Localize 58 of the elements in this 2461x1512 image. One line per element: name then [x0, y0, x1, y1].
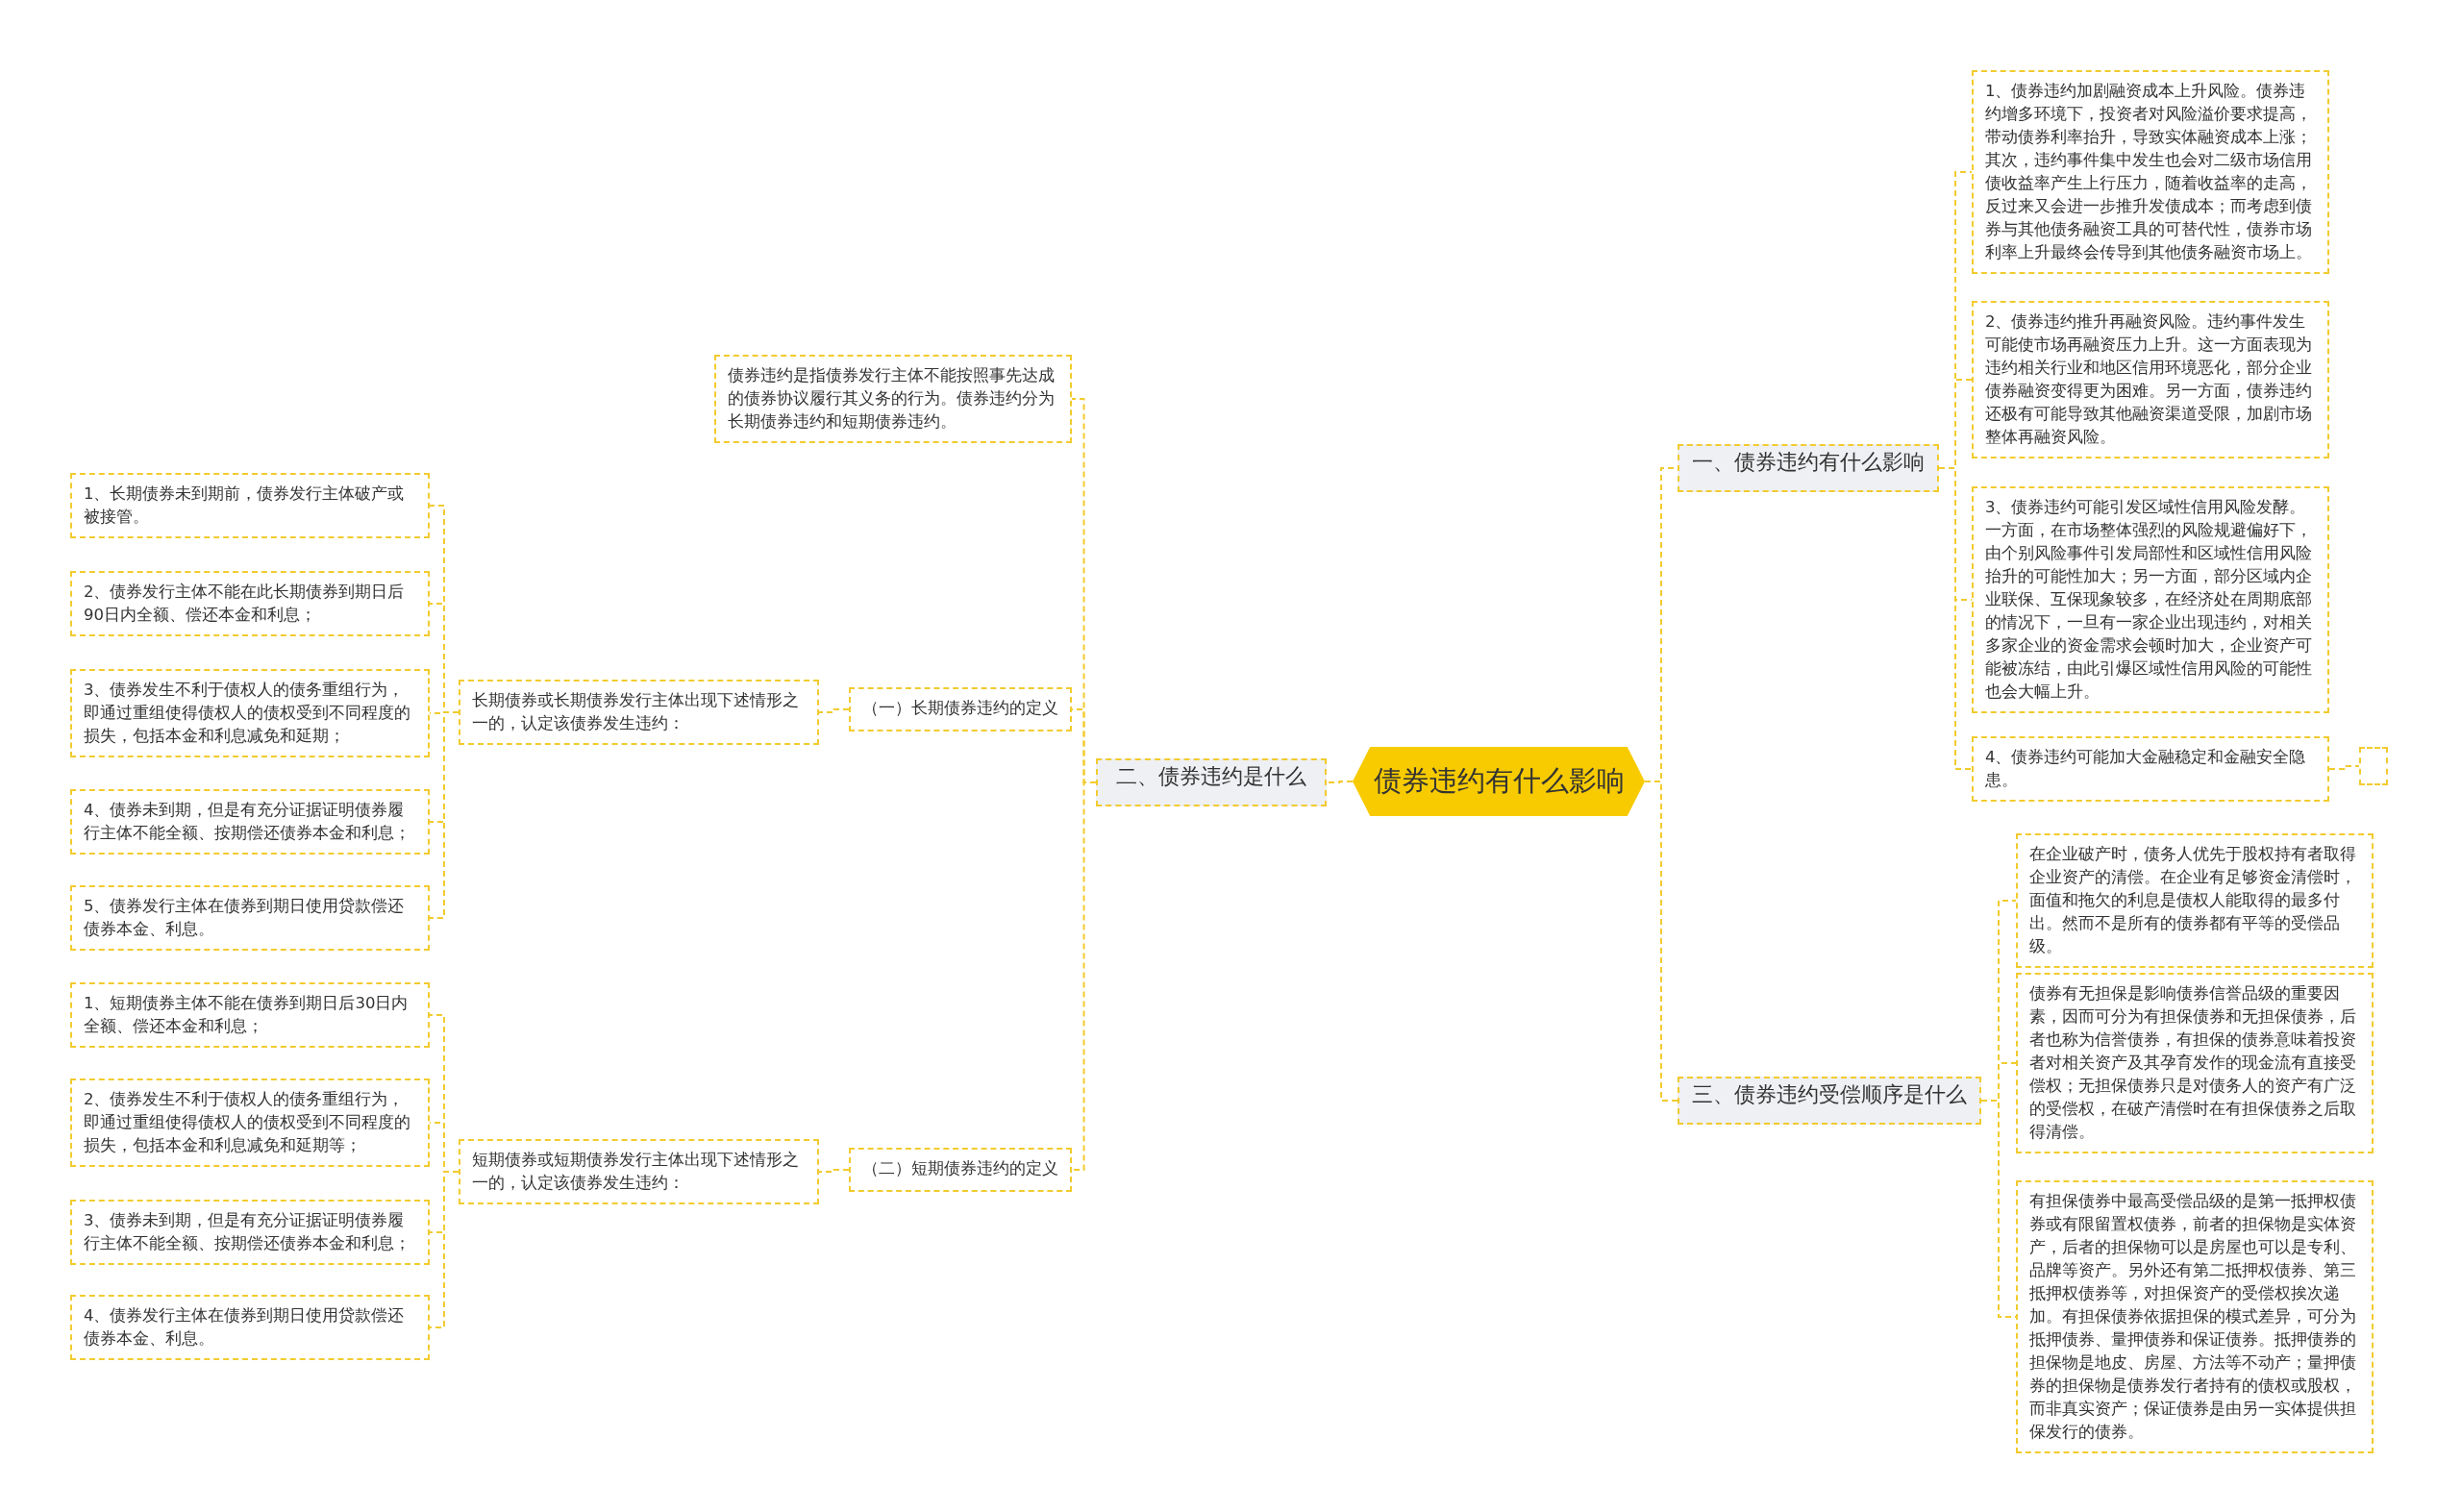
topic-text: （二）短期债券违约的定义 [862, 1158, 1058, 1179]
topic-text: 3、债券发生不利于债权人的债务重组行为，即通过重组使得债权人的债权受到不同程度的损失，包括本金和利息减免和延期； [84, 680, 411, 747]
topic-card [849, 1148, 1072, 1192]
topic-card [70, 1295, 430, 1360]
topic-text: 1、债券违约加剧融资成本上升风险。债券违约增多环境下，投资者对风险溢价要求提高，带动债券利率抬升，导致实体融资成本上涨；其次，违约事件集中发生也会对二级市场信用债收益率产生上行压力，随着收益率的走高，反过来又会进一步推升发债成本；而考虑到债券与其他债务融资工具的可替代性，债券市场利率上升最终会传导到其他债务融资市场上。 [1985, 81, 2313, 263]
topic-card [2016, 833, 2374, 968]
connector-line [1938, 467, 1973, 770]
topic-card [70, 1200, 430, 1265]
topic-text: 3、债券未到期，但是有充分证据证明债券履行主体不能全额、按期偿还债券本金和利息； [84, 1210, 411, 1254]
topic-text: 3、债券违约可能引发区域性信用风险发酵。一方面，在市场整体强烈的风险规避偏好下，由个别风险事件引发局部性和区域性信用风险抬升的可能性加大；另一方面，部分区域内企业联保、互保现象较多，在经济处在周期底部的情况下，一旦有一家企业出现违约，对相关多家企业的资金需求会顿时加大，企业资产可能被冻结，由此引爆区域性信用风险的可能性也会大幅上升。 [1985, 497, 2313, 703]
topic-card [459, 1139, 819, 1204]
topic-card [70, 1078, 430, 1167]
topic-card [1972, 301, 2329, 459]
topic-text: 2、债券发行主体不能在此长期债券到期日后90日内全额、偿还本金和利息； [84, 582, 406, 626]
topic-text: 债券有无担保是影响债券信誉品级的重要因素，因而可分为有担保债券和无担保债券，后者也称为信誉债券，有担保的债券意味着投资者对相关资产及其孕育发作的现金流有直接受偿权；无担保债券只是对债务人的资产有广泛的受偿权，在破产清偿时在有担保债券之后取得清偿。 [2029, 983, 2357, 1143]
branch-topic [1096, 758, 1327, 806]
topic-text: （一）长期债券违约的定义 [862, 698, 1058, 719]
topic-text: 2、债券违约推升再融资风险。违约事件发生可能使市场再融资压力上升。这一方面表现为违约相关行业和地区信用环境恶化，部分企业债券融资变得更为困难。另一方面，债券违约还极有可能导致其他融资渠道受限，加剧市场整体再融资风险。 [1985, 311, 2313, 448]
topic-text: 2、债券发生不利于债权人的债务重组行为，即通过重组使得债权人的债权受到不同程度的损失，包括本金和利息减免和延期等； [84, 1089, 411, 1156]
topic-text: 债券违约是指债券发行主体不能按照事先达成的债券协议履行其义务的行为。债券违约分为长期债券违约和短期债券违约。 [728, 365, 1056, 433]
branch-topic [1678, 444, 1939, 492]
topic-card [70, 885, 430, 951]
topic-card [1972, 486, 2329, 713]
topic-text: 1、短期债券主体不能在债券到期日后30日内全额、偿还本金和利息； [84, 993, 410, 1037]
connector-line [2328, 765, 2360, 770]
topic-card [714, 355, 1072, 443]
topic-card [70, 982, 430, 1048]
topic-text: 4、债券发行主体在债券到期日使用贷款偿还债券本金、利息。 [84, 1305, 406, 1350]
central-topic [1353, 747, 1645, 816]
topic-text: 1、长期债券未到期前，债券发行主体破产或被接管。 [84, 483, 406, 528]
branch-topic [1678, 1077, 1981, 1125]
topic-text: 债券违约有什么影响 [1373, 763, 1625, 800]
topic-card [2016, 1180, 2374, 1453]
topic-card [70, 473, 430, 538]
topic-card [70, 571, 430, 636]
topic-text: 三、债券违约受偿顺序是什么 [1692, 1081, 1967, 1108]
connector-line [818, 708, 850, 713]
empty-box [2359, 747, 2388, 785]
topic-text: 有担保债券中最高受偿品级的是第一抵押权债券或有限留置权债券，前者的担保物是实体资产，后者的担保物可以是房屋也可以是专利、品牌等资产。另外还有第二抵押权债券、第三抵押权债券等，对担保资产的受偿权挨次递加。有担保债券依据担保的模式差异，可分为抵押债券、量押债券和保证债券。抵押债券的担保物是地皮、房屋、方法等不动产；量押债券的担保物是债券发行者持有的债权或股权，而非真实资产；保证债券是由另一实体提供担保发行的债券。 [2029, 1191, 2357, 1443]
topic-text: 4、债券违约可能加大金融稳定和金融安全隐患。 [1985, 747, 2307, 791]
connector-line [818, 1169, 850, 1173]
topic-card [1972, 70, 2329, 274]
topic-card [70, 669, 430, 757]
topic-text: 在企业破产时，债务人优先于股权持有者取得企业资产的清偿。在企业有足够资金清偿时，面值和拖欠的利息是债权人能取得的最多付出。然而不是所有的债券都有平等的受偿品级。 [2029, 844, 2357, 957]
topic-text: 一、债券违约有什么影响 [1692, 449, 1925, 476]
connector-line [1644, 781, 1678, 1102]
connector-line [429, 711, 460, 919]
topic-card [2016, 973, 2374, 1153]
topic-text: 5、债券发行主体在债券到期日使用贷款偿还债券本金、利息。 [84, 896, 406, 940]
topic-text: 短期债券或短期债券发行主体出现下述情形之一的，认定该债券发生违约： [472, 1150, 800, 1194]
topic-card [459, 680, 819, 745]
topic-card [849, 687, 1072, 731]
topic-text: 长期债券或长期债券发行主体出现下述情形之一的，认定该债券发生违约： [472, 690, 800, 734]
connector-line [1326, 781, 1354, 783]
topic-card [70, 789, 430, 855]
topic-text: 4、债券未到期，但是有充分证据证明债券履行主体不能全额、按期偿还债券本金和利息； [84, 800, 411, 844]
topic-text: 二、债券违约是什么 [1116, 763, 1306, 790]
topic-card [1972, 736, 2329, 802]
